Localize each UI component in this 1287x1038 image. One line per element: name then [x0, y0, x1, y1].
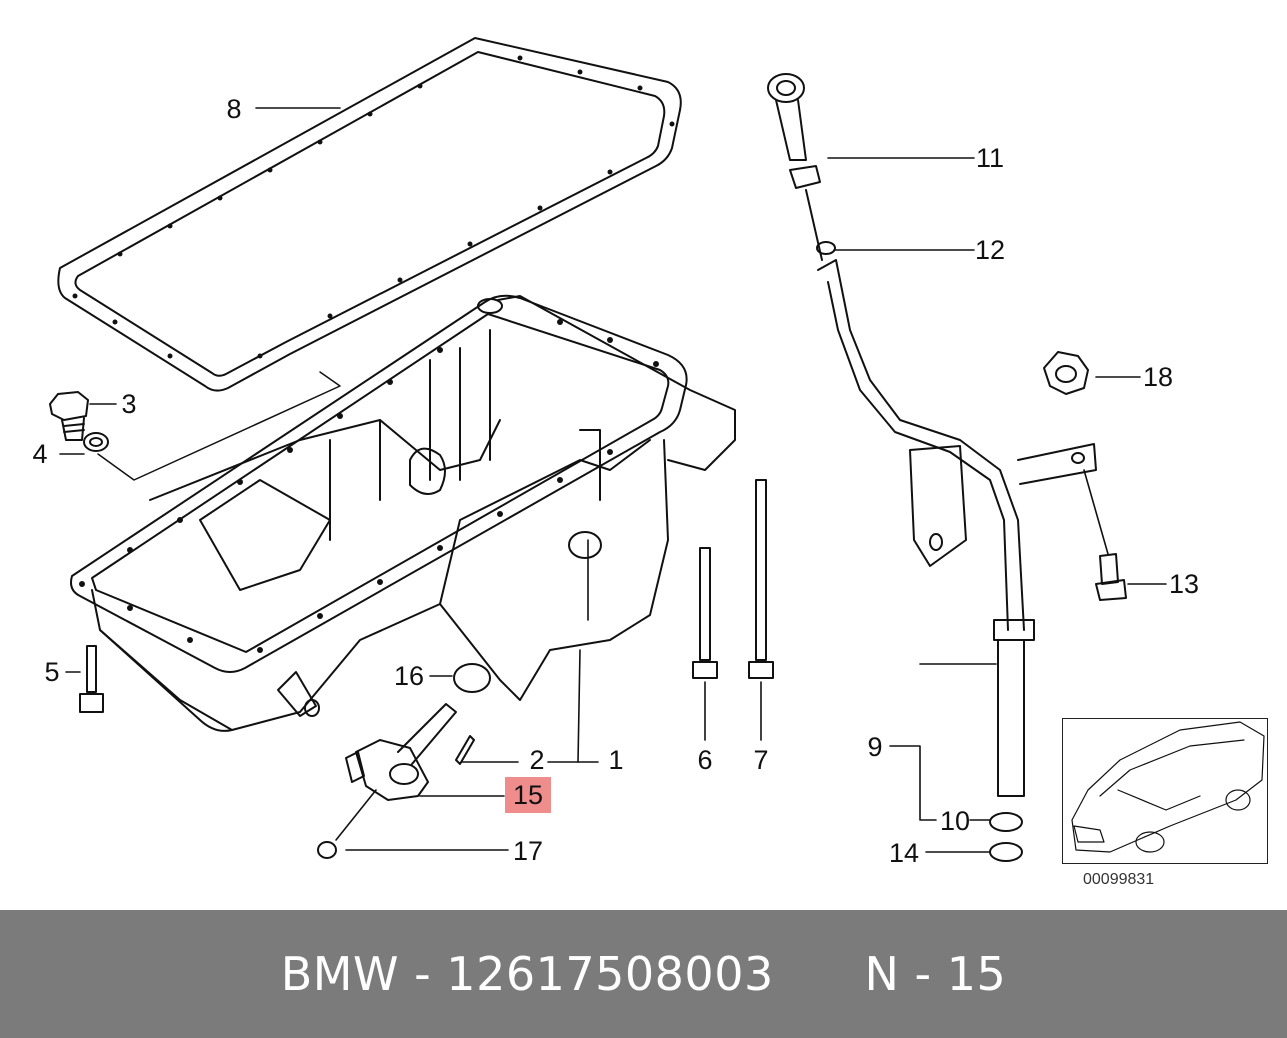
footer-position-separator: -	[914, 947, 932, 1001]
vehicle-inset-illustration	[1071, 721, 1265, 853]
o-ring-10	[989, 812, 1023, 832]
callout-14: 14	[888, 838, 920, 868]
callout-12: 12	[974, 235, 1006, 265]
bolt-13	[1095, 553, 1127, 601]
footer-brand: BMW	[280, 947, 399, 1001]
drain-plug	[49, 391, 89, 441]
callout-2: 2	[529, 745, 545, 775]
o-ring-16	[453, 663, 491, 693]
seal-ring-12	[816, 241, 836, 255]
callout-4: 4	[32, 439, 48, 469]
drain-plug-washer	[83, 432, 109, 452]
callout-18: 18	[1142, 362, 1174, 392]
oil-pan	[70, 294, 736, 732]
footer-separator: -	[414, 947, 432, 1001]
dipstick-guide-tube	[817, 259, 1097, 797]
callout-8: 8	[226, 94, 242, 124]
bolt-6	[692, 547, 718, 679]
clip-18	[1043, 351, 1089, 395]
footer-position-number: 15	[946, 947, 1007, 1001]
footer-position-prefix: N	[864, 947, 900, 1001]
nut-17	[317, 841, 337, 859]
callout-16: 16	[393, 661, 425, 691]
callout-15-highlighted: 15	[505, 777, 551, 813]
footer-part-number: 12617508003	[446, 947, 774, 1001]
diagram-reference-code: 00099831	[1083, 871, 1155, 888]
leader-lines	[59, 107, 1167, 853]
callout-17: 17	[512, 836, 544, 866]
part-info-footer: BMW - 12617508003 N - 15	[0, 910, 1287, 1038]
callout-10: 10	[939, 806, 971, 836]
callout-1: 1	[608, 745, 624, 775]
vehicle-inset-frame	[1062, 718, 1268, 864]
callout-11: 11	[975, 143, 1005, 173]
dipstick-11	[767, 73, 823, 261]
exploded-parts-diagram	[49, 37, 1265, 862]
callout-9: 9	[867, 732, 883, 762]
callout-5: 5	[44, 657, 60, 687]
callout-7: 7	[753, 745, 769, 775]
callout-6: 6	[697, 745, 713, 775]
oil-pan-gasket	[57, 37, 682, 392]
oil-pickup-15	[345, 703, 475, 801]
bolt-5	[79, 645, 104, 713]
o-ring-14	[989, 842, 1023, 862]
callout-3: 3	[121, 389, 137, 419]
bolt-7	[748, 479, 774, 679]
callout-13: 13	[1168, 569, 1200, 599]
